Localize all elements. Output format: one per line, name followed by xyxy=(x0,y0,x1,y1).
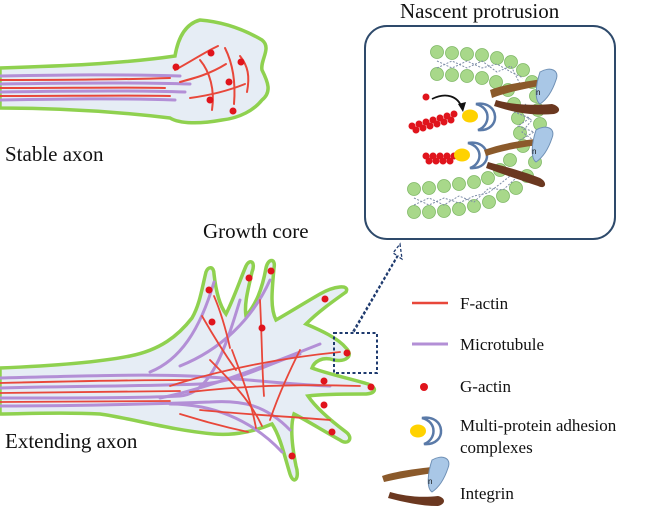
extending-axon-label: Extending axon xyxy=(5,429,138,453)
adhesion-complex-upper xyxy=(462,102,497,132)
growth-core-label: Growth core xyxy=(203,219,309,243)
stable-axon-label: Stable axon xyxy=(5,142,104,166)
inset-f-actin-upper xyxy=(408,110,458,134)
legend-integrin-label: Integrin xyxy=(460,484,514,503)
svg-text:n: n xyxy=(428,477,432,486)
legend-g-actin-label: G-actin xyxy=(460,377,511,396)
stable-f-actin xyxy=(0,45,250,111)
legend-adhesion-swatch xyxy=(410,416,443,446)
legend-adhesion-label-line2: complexes xyxy=(460,438,533,457)
legend-adhesion-label-line1: Multi-protein adhesion xyxy=(460,416,617,435)
legend-microtubule-label: Microtubule xyxy=(460,335,544,354)
stable-microtubules xyxy=(0,73,192,102)
growth-cone-f-actin xyxy=(0,295,361,433)
legend-f-actin-label: F-actin xyxy=(460,294,509,313)
extending-axon-illustration xyxy=(0,258,377,482)
stable-axon-illustration xyxy=(0,18,270,125)
growth-cone-g-actin xyxy=(205,267,375,460)
stable-axon-membrane xyxy=(0,18,270,125)
legend-g-actin-swatch xyxy=(420,383,428,391)
inset-g-actin-monomer xyxy=(422,93,430,101)
integrin-lower: n xyxy=(484,126,554,188)
nascent-protrusion-title: Nascent protrusion xyxy=(400,0,560,23)
legend: F-actin Microtubule G-actin Multi-protei… xyxy=(382,294,617,506)
legend-integrin-swatch: n xyxy=(382,456,450,506)
polymerization-arrowhead xyxy=(458,102,466,112)
svg-text:n: n xyxy=(536,88,540,97)
zoom-region-box xyxy=(333,332,378,374)
svg-text:n: n xyxy=(532,147,536,156)
integrin-upper: n xyxy=(490,68,560,115)
inset-contents: n n xyxy=(407,45,560,219)
inset-f-actin-lower xyxy=(422,152,458,165)
adhesion-complex-lower xyxy=(454,141,489,170)
stable-g-actin xyxy=(172,49,245,115)
zoom-arrow xyxy=(352,242,403,334)
